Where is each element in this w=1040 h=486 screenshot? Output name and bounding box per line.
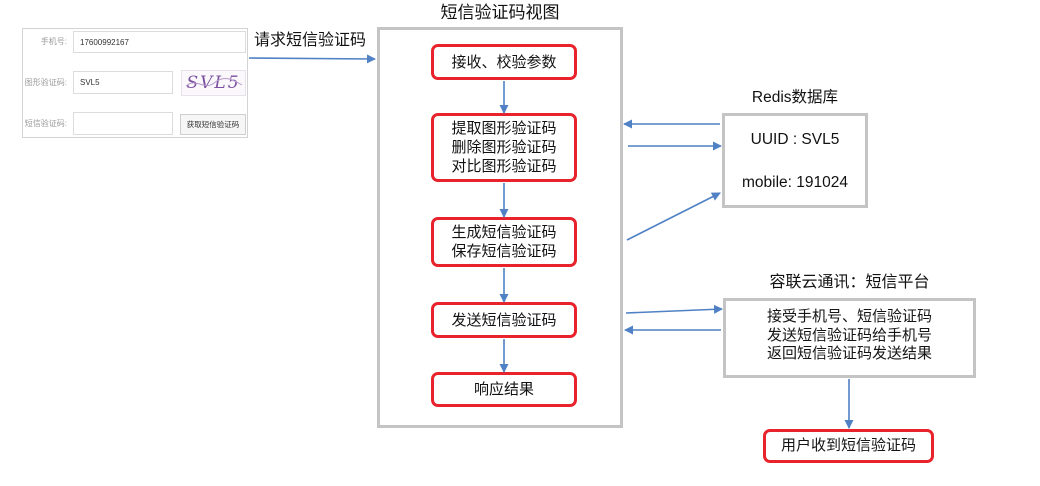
sms-code-label: 短信验证码:	[24, 119, 67, 128]
step-line: 发送短信验证码	[451, 311, 557, 329]
sms-form-panel: 手机号: 17600992167 图形验证码: SVL5 SVL5 短信验证码:…	[22, 28, 248, 138]
redis-title: Redis数据库	[751, 89, 839, 106]
step-line: 响应结果	[473, 381, 534, 398]
image-code-label: 图形验证码:	[24, 78, 67, 87]
step-line: 对比图形验证码	[451, 158, 557, 175]
redis-line-uuid: UUID : SVL5	[750, 131, 840, 148]
sms-code-input[interactable]	[73, 112, 173, 135]
redis-box: UUID : SVL5 mobile: 191024	[722, 113, 868, 208]
step-send-sms: 发送短信验证码	[431, 302, 577, 338]
step-line: 提取图形验证码	[451, 120, 557, 137]
sms-platform-line: 发送短信验证码给手机号	[766, 326, 932, 344]
step-line: 接收、校验参数	[451, 53, 557, 71]
step-line: 生成短信验证码	[451, 224, 557, 241]
request-label: 请求短信验证码	[254, 32, 367, 49]
step-line: 保存短信验证码	[451, 243, 557, 260]
sms-platform-line: 接受手机号、短信验证码	[766, 308, 932, 325]
captcha-image[interactable]: SVL5	[181, 70, 246, 96]
step-receive-validate: 接收、校验参数	[431, 44, 577, 80]
image-code-input[interactable]: SVL5	[73, 71, 173, 94]
phone-label: 手机号:	[40, 37, 67, 46]
step-image-code: 提取图形验证码 删除图形验证码 对比图形验证码	[431, 113, 577, 182]
sms-platform-line: 返回短信验证码发送结果	[766, 345, 932, 362]
arrow-view-to-redis-save	[626, 192, 721, 241]
step-response: 响应结果	[431, 372, 577, 407]
sms-platform-box: 接受手机号、短信验证码 发送短信验证码给手机号 返回短信验证码发送结果	[723, 298, 976, 378]
step-line: 删除图形验证码	[451, 139, 557, 156]
arrow-view-to-sms-platform	[625, 304, 723, 314]
arrow-form-to-view	[248, 54, 376, 64]
get-sms-code-button[interactable]: 获取短信验证码	[180, 114, 246, 135]
step-generate-save: 生成短信验证码 保存短信验证码	[431, 217, 577, 267]
redis-line-mobile: mobile: 191024	[742, 174, 848, 191]
user-result-box: 用户收到短信验证码	[763, 429, 934, 463]
view-title: 短信验证码视图	[440, 3, 560, 22]
captcha-text: SVL5	[186, 73, 241, 93]
sms-platform-title: 容联云通讯：短信平台	[769, 274, 930, 291]
captcha-noise	[185, 78, 243, 87]
phone-input[interactable]: 17600992167	[73, 31, 246, 53]
